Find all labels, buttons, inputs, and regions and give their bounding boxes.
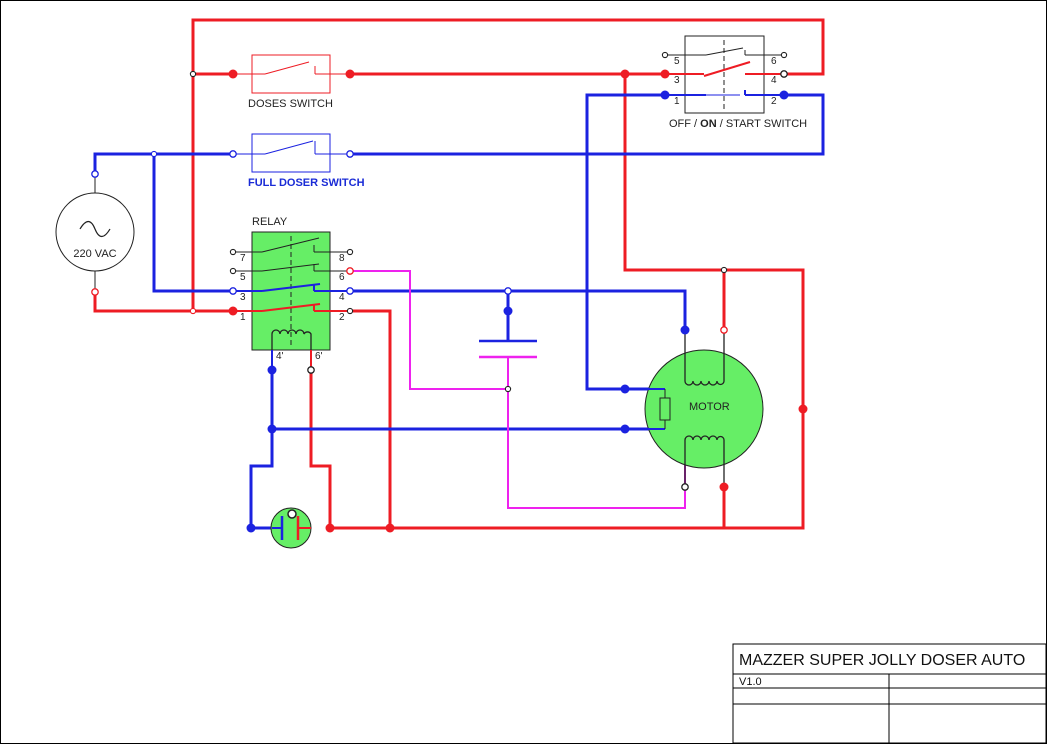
start-pin-4: 4 bbox=[771, 75, 777, 86]
phase-wires bbox=[93, 18, 825, 530]
terminal-ring bbox=[346, 287, 354, 295]
start-pin-3: 3 bbox=[674, 75, 680, 86]
ac-source: 220 VAC bbox=[55, 174, 135, 292]
full-doser-switch[interactable]: FULL DOSER SWITCH bbox=[233, 133, 365, 189]
motor-body bbox=[644, 349, 764, 469]
terminal-ring bbox=[504, 287, 512, 295]
start-pin-6: 6 bbox=[771, 56, 777, 67]
terminal-ring bbox=[189, 307, 197, 315]
terminal-ring bbox=[346, 150, 354, 158]
terminal-ring bbox=[661, 51, 669, 59]
wire-blue-relay-3 bbox=[152, 154, 233, 293]
connection-nodes bbox=[91, 51, 808, 533]
terminal-ring bbox=[346, 248, 354, 256]
relay-coil-pin-4p: 4' bbox=[276, 351, 284, 362]
wire-blue-coil-4 bbox=[249, 370, 274, 530]
junction-dot bbox=[345, 69, 355, 79]
junction-dot bbox=[228, 306, 238, 316]
start-pin-1: 1 bbox=[674, 96, 680, 107]
title-block-version: V1.0 bbox=[739, 676, 762, 688]
motor-winding-top-icon bbox=[684, 330, 725, 386]
terminal-ring bbox=[150, 150, 158, 158]
wire-red-start-to-motor bbox=[330, 74, 805, 530]
relay-coil-pin-6p: 6' bbox=[315, 351, 323, 362]
terminal-ring bbox=[229, 248, 237, 256]
motor: MOTOR bbox=[625, 330, 764, 487]
relay-pin-4: 4 bbox=[339, 292, 345, 303]
terminal-ring bbox=[229, 287, 237, 295]
relay-pin-6: 6 bbox=[339, 272, 345, 283]
junction-dot bbox=[620, 69, 630, 79]
capacitor bbox=[479, 339, 537, 359]
wire-blue-source-full bbox=[93, 152, 233, 174]
indicator-lamp bbox=[270, 507, 312, 549]
junction-dot bbox=[228, 69, 238, 79]
relay-pin-8: 8 bbox=[339, 253, 345, 264]
sine-wave-icon bbox=[79, 220, 111, 238]
start-switch[interactable]: 5 3 1 6 4 2 OFF / ON / START SWITCH bbox=[665, 35, 807, 130]
motor-terminal-icon bbox=[659, 397, 671, 421]
motor-label: MOTOR bbox=[689, 401, 730, 413]
terminal-ring bbox=[720, 326, 728, 334]
start-switch-label: OFF / ON / START SWITCH bbox=[669, 118, 807, 130]
junction-dot bbox=[503, 306, 513, 316]
relay-pin-2: 2 bbox=[339, 312, 345, 323]
title-block-title: MAZZER SUPER JOLLY DOSER AUTO bbox=[739, 652, 1025, 669]
junction-dot bbox=[246, 523, 256, 533]
terminal-ring bbox=[91, 288, 99, 296]
wire-red-source-return bbox=[93, 292, 233, 313]
wire-red-top-loop bbox=[191, 18, 825, 311]
terminal-ring bbox=[720, 266, 728, 274]
start-pin-2: 2 bbox=[771, 96, 777, 107]
relay-coil-icon bbox=[271, 329, 312, 350]
junction-dot bbox=[267, 424, 277, 434]
terminal-ring bbox=[307, 366, 315, 374]
terminal-ring bbox=[681, 483, 689, 491]
terminal-ring bbox=[229, 150, 237, 158]
title-block: MAZZER SUPER JOLLY DOSER AUTO V1.0 bbox=[732, 643, 1047, 744]
terminal-ring bbox=[780, 70, 788, 78]
wire-magenta-relay-6 bbox=[350, 270, 508, 390]
junction-dot bbox=[620, 384, 630, 394]
junction-dot bbox=[660, 69, 670, 79]
junction-dot bbox=[798, 404, 808, 414]
doses-switch-label: DOSES SWITCH bbox=[248, 98, 333, 110]
junction-dot bbox=[325, 523, 335, 533]
terminal-ring bbox=[346, 307, 354, 315]
full-doser-switch-label: FULL DOSER SWITCH bbox=[248, 177, 365, 189]
junction-dot bbox=[620, 424, 630, 434]
junction-dot bbox=[660, 90, 670, 100]
terminal-ring bbox=[504, 385, 512, 393]
wire-blue-relay-4 bbox=[350, 289, 687, 330]
junction-dot bbox=[719, 482, 729, 492]
relay-pin-5: 5 bbox=[240, 272, 246, 283]
ac-source-symbol bbox=[55, 192, 135, 272]
relay-label: RELAY bbox=[252, 216, 288, 228]
motor-winding-bottom-icon bbox=[684, 435, 725, 487]
doses-switch[interactable]: DOSES SWITCH bbox=[233, 54, 350, 110]
relay-pin-1: 1 bbox=[240, 312, 246, 323]
junction-dot bbox=[267, 365, 277, 375]
relay-pin-7: 7 bbox=[240, 253, 246, 264]
terminal-ring bbox=[780, 51, 788, 59]
ac-source-label: 220 VAC bbox=[73, 248, 116, 260]
terminal-ring bbox=[229, 267, 237, 275]
relay: RELAY 7 5 3 1 8 6 4 2 4' 6' bbox=[233, 216, 350, 370]
terminal-ring bbox=[189, 70, 197, 78]
start-pin-5: 5 bbox=[674, 56, 680, 67]
junction-dot bbox=[680, 325, 690, 335]
wire-red-coil-6 bbox=[309, 370, 332, 528]
wire-red-relay-2 bbox=[350, 309, 392, 528]
relay-pin-3: 3 bbox=[240, 292, 246, 303]
terminal-ring bbox=[91, 170, 99, 178]
terminal-ring bbox=[346, 267, 354, 275]
junction-dot bbox=[779, 90, 789, 100]
junction-dot bbox=[385, 523, 395, 533]
